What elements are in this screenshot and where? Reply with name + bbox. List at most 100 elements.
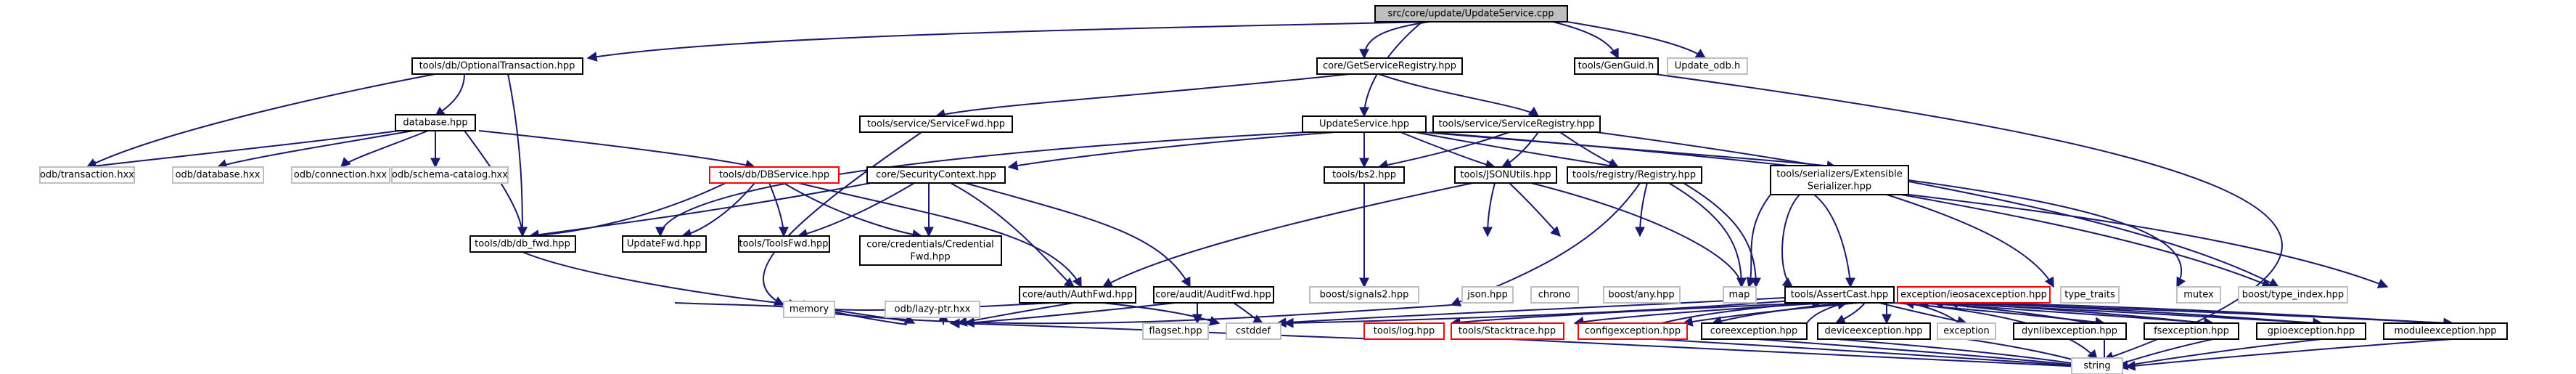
edge <box>464 130 528 237</box>
edge <box>655 131 1307 237</box>
node-fs-exception[interactable] <box>2144 322 2239 340</box>
edge <box>1755 338 2091 371</box>
node-odb-database[interactable] <box>172 166 264 184</box>
node-ieosac-exception-label: exception/ieosacexception.hpp <box>1900 290 2047 301</box>
node-get-service-registry[interactable] <box>1316 57 1463 75</box>
node-dynlib-exception[interactable] <box>2013 322 2127 340</box>
node-module-exception[interactable] <box>2383 322 2508 340</box>
node-flagset-label: flagset.hpp <box>1149 326 1202 337</box>
node-audit-fwd[interactable] <box>1153 286 1274 304</box>
node-odb-lazy-ptr-label: odb/lazy-ptr.hxx <box>895 304 971 315</box>
node-map[interactable] <box>1723 286 1757 304</box>
node-gpio-exception-label: gpioexception.hpp <box>2268 326 2355 337</box>
edge <box>340 130 429 168</box>
edge <box>1552 21 1619 60</box>
edge <box>1834 302 1866 324</box>
node-stacktrace-label: tools/Stacktrace.hpp <box>1459 326 1556 337</box>
edge <box>964 302 1176 328</box>
node-boost-type-index-label: boost/type_index.hpp <box>2242 290 2344 301</box>
node-gen-guid[interactable] <box>1574 57 1659 75</box>
node-config-exception[interactable] <box>1578 322 1688 340</box>
node-odb-transaction[interactable] <box>39 166 135 184</box>
node-boost-type-index[interactable] <box>2238 286 2348 304</box>
node-service-registry-label: tools/service/ServiceRegistry.hpp <box>1438 119 1594 130</box>
node-db-service[interactable] <box>709 166 840 184</box>
node-update-odb[interactable] <box>1667 57 1748 75</box>
node-odb-schema-catalog[interactable] <box>391 166 509 184</box>
node-json-utils-label: tools/JSONUtils.hpp <box>1460 170 1551 181</box>
node-boost-any[interactable] <box>1603 286 1681 304</box>
node-update-service-hpp[interactable] <box>1302 115 1427 133</box>
edge <box>522 251 800 309</box>
edge <box>950 182 1075 288</box>
edge <box>1414 131 1620 171</box>
node-bs2[interactable] <box>1324 166 1405 184</box>
node-database-hpp[interactable] <box>395 114 476 131</box>
nodes: src/core/update/UpdateService.cpp tools/… <box>39 5 2508 374</box>
edge <box>1102 302 1221 326</box>
edge <box>2125 338 2453 371</box>
node-json-utils[interactable] <box>1454 166 1557 184</box>
edges <box>86 21 2454 372</box>
node-mutex[interactable] <box>2176 286 2221 304</box>
node-service-registry[interactable] <box>1432 115 1601 133</box>
node-memory[interactable] <box>783 301 835 318</box>
node-service-fwd[interactable] <box>859 115 1013 133</box>
edge <box>1879 302 1968 326</box>
node-type-traits[interactable] <box>2060 286 2120 304</box>
edge <box>1482 182 1496 237</box>
node-auth-fwd[interactable] <box>1019 286 1136 304</box>
edge <box>1903 298 1960 324</box>
node-db-fwd[interactable] <box>469 235 576 253</box>
node-cstddef[interactable] <box>1226 322 1281 340</box>
node-credential-fwd[interactable] <box>859 235 1002 266</box>
node-odb-connection[interactable] <box>291 166 390 184</box>
node-bs2-label: tools/bs2.hpp <box>1332 170 1396 181</box>
node-credential-fwd-label-2: Fwd.hpp <box>910 252 950 263</box>
node-security-context[interactable] <box>866 166 1006 184</box>
node-flagset[interactable] <box>1142 322 1209 340</box>
node-chrono[interactable] <box>1530 286 1579 304</box>
node-core-exception[interactable] <box>1701 322 1808 340</box>
node-update-fwd[interactable] <box>622 235 707 253</box>
node-security-context-label: core/SecurityContext.hpp <box>876 170 996 181</box>
node-json-hpp[interactable] <box>1461 286 1514 304</box>
node-odb-transaction-label: odb/transaction.hxx <box>40 170 134 181</box>
node-tools-log[interactable] <box>1363 322 1445 340</box>
edge <box>1668 182 1747 288</box>
node-config-exception-label: configexception.hpp <box>1585 326 1681 337</box>
node-boost-signals2-label: boost/signals2.hpp <box>1320 290 1409 301</box>
edge <box>1400 131 1496 170</box>
node-odb-connection-label: odb/connection.hxx <box>294 170 387 181</box>
node-gpio-exception[interactable] <box>2256 322 2366 340</box>
node-device-exception[interactable] <box>1817 322 1931 340</box>
edge <box>1501 131 1539 168</box>
node-optional-transaction-label: tools/db/OptionalTransaction.hpp <box>419 61 575 72</box>
node-ieosac-exception[interactable] <box>1897 286 2051 304</box>
edge <box>1654 73 2283 362</box>
node-registry[interactable] <box>1567 166 1702 184</box>
node-assert-cast[interactable] <box>1784 286 1895 304</box>
node-exception-label: exception <box>1943 326 1990 337</box>
node-exception[interactable] <box>1937 322 1996 340</box>
node-root-label: src/core/update/UpdateService.cpp <box>1388 9 1554 20</box>
node-boost-signals2[interactable] <box>1309 286 1419 304</box>
edge <box>762 131 922 306</box>
node-string-label: string <box>2083 361 2110 372</box>
node-extensible-serializer[interactable] <box>1770 165 1909 195</box>
node-odb-lazy-ptr[interactable] <box>885 301 980 318</box>
node-module-exception-label: moduleexception.hpp <box>2394 326 2496 337</box>
node-odb-database-label: odb/database.hxx <box>176 170 261 181</box>
node-db-fwd-label: tools/db/db_fwd.hpp <box>475 239 570 250</box>
node-string[interactable] <box>2071 357 2123 374</box>
edge <box>1429 131 2186 288</box>
node-map-label: map <box>1729 290 1750 301</box>
edge <box>216 130 414 169</box>
node-tools-fwd[interactable] <box>738 235 830 253</box>
edge <box>1661 298 1823 324</box>
edge <box>1359 21 1430 60</box>
edge <box>1283 293 1873 328</box>
node-root[interactable] <box>1374 5 1568 23</box>
node-stacktrace[interactable] <box>1451 322 1564 340</box>
node-optional-transaction[interactable] <box>411 57 583 75</box>
